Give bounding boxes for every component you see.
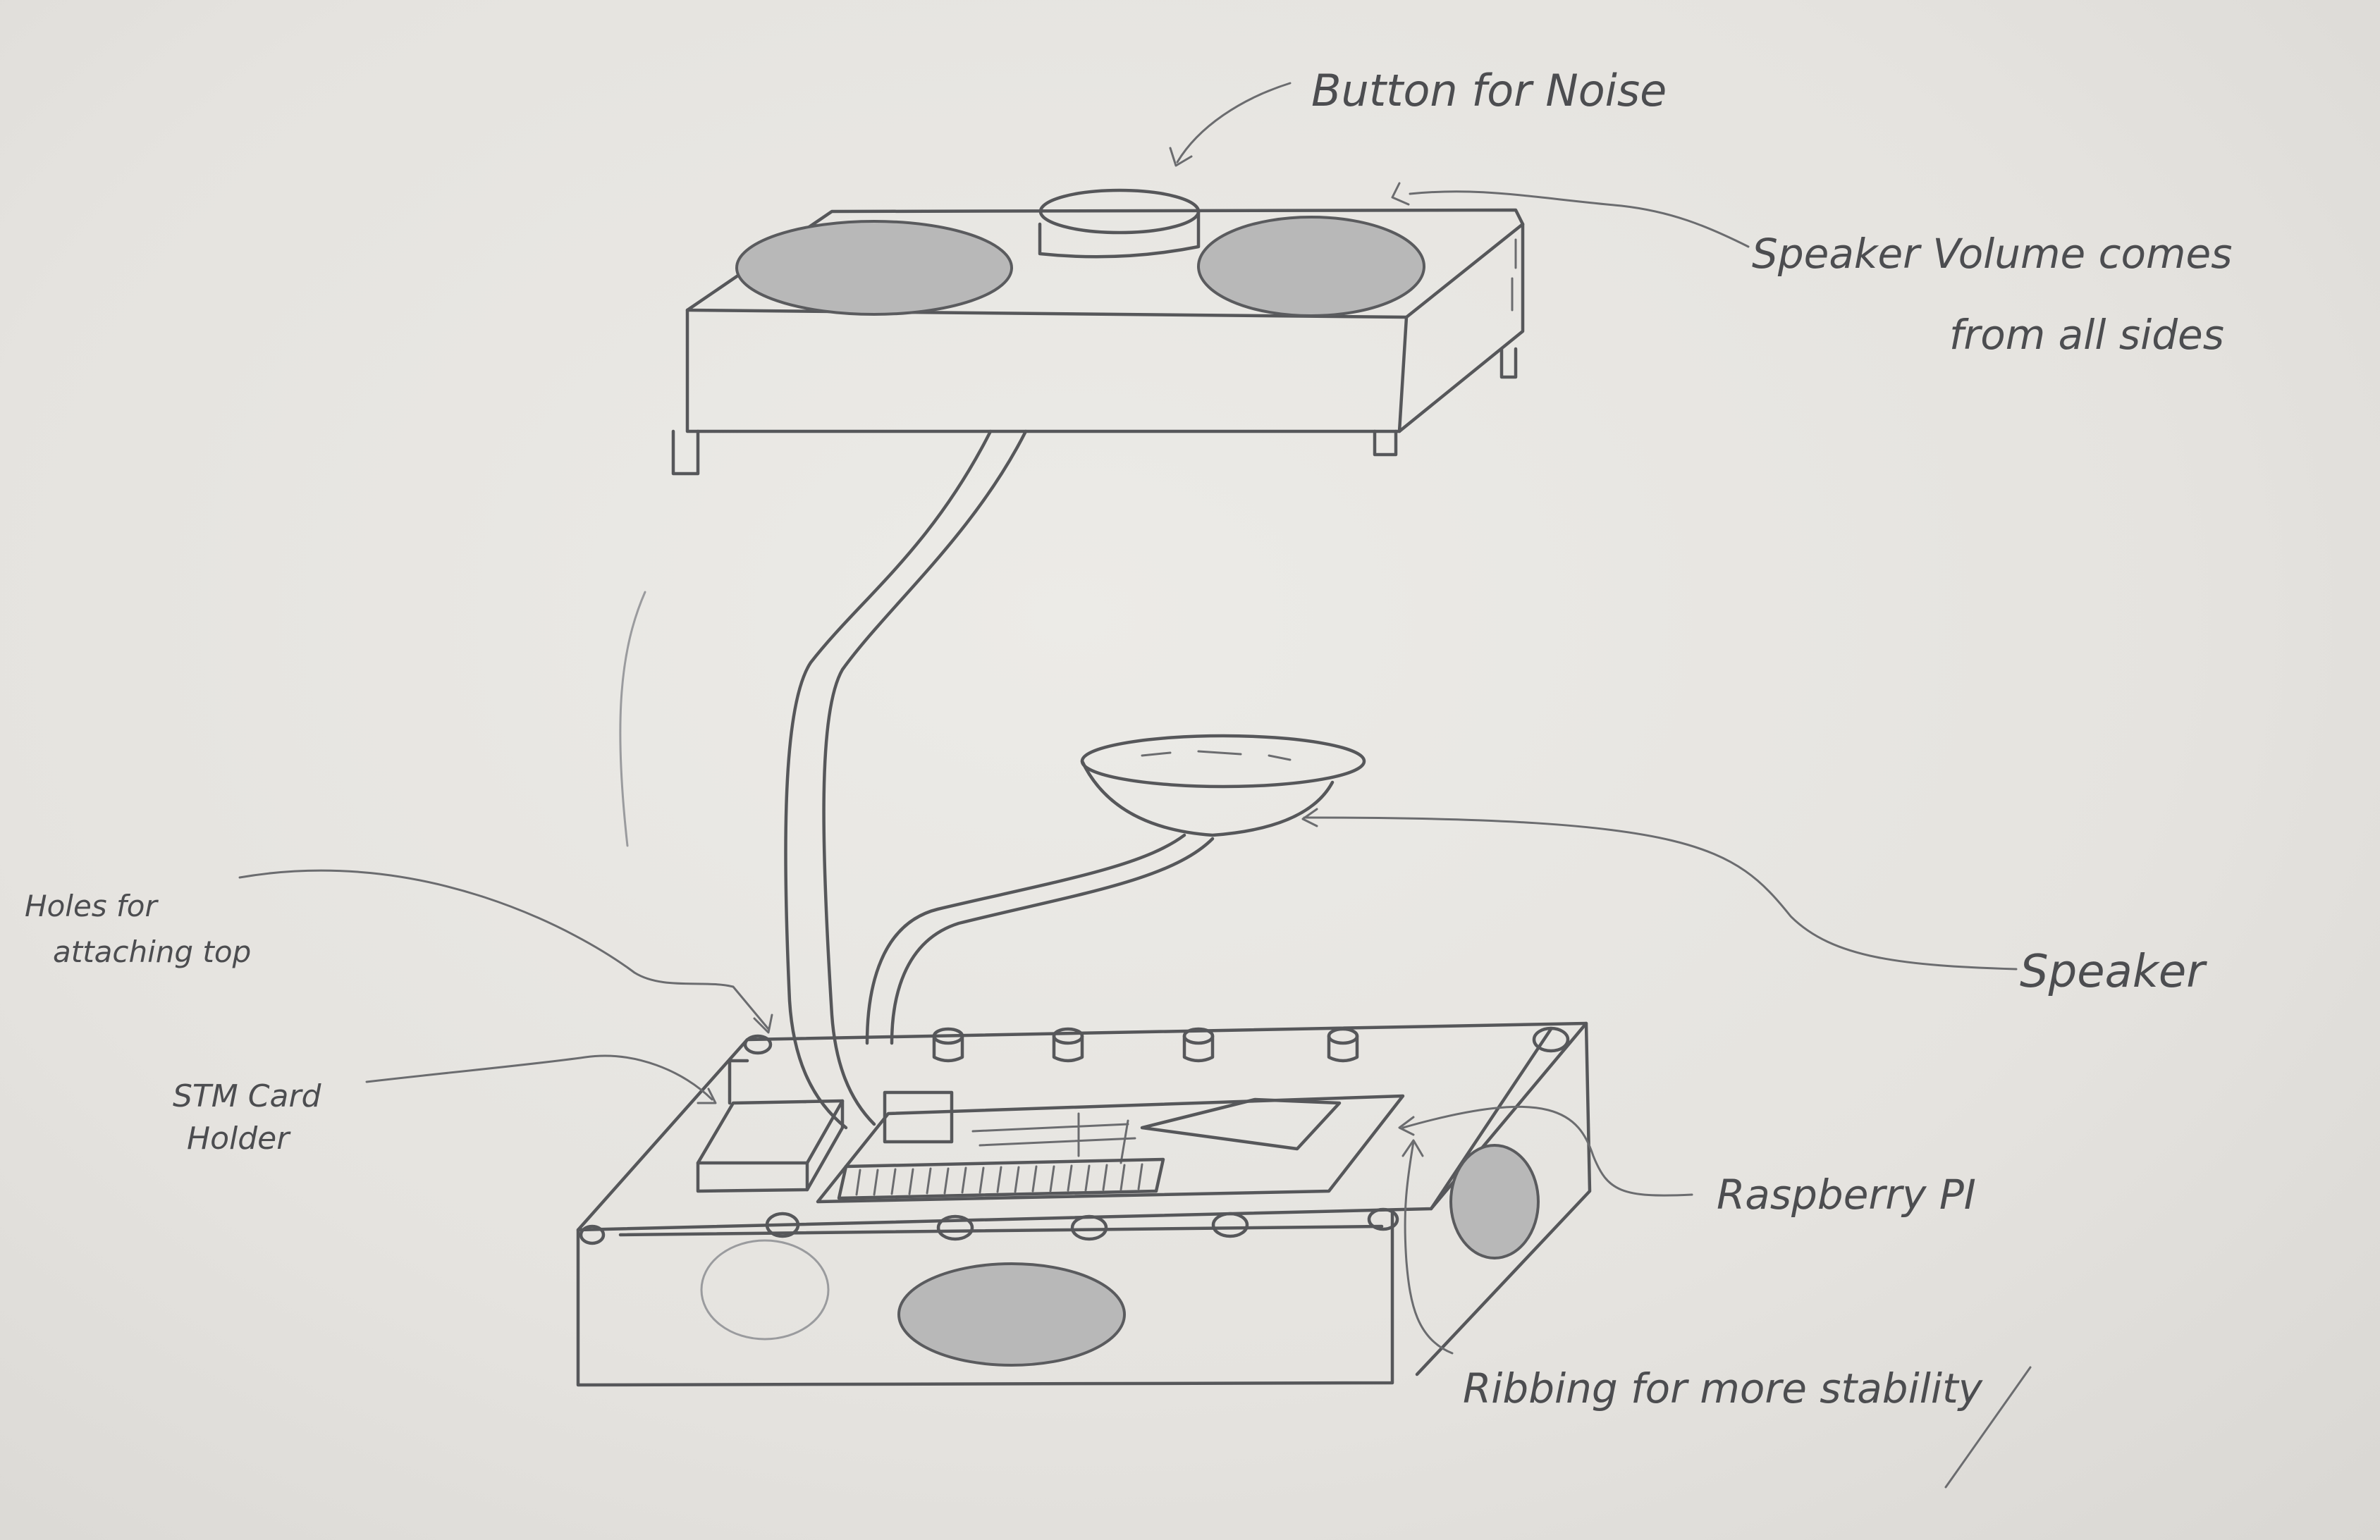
ribbing-posts-back bbox=[743, 1026, 1570, 1063]
noise-button bbox=[1038, 188, 1201, 259]
label-holes-line2: attaching top bbox=[53, 935, 251, 969]
cable bbox=[619, 429, 1028, 1130]
base-speaker-mesh-front bbox=[897, 1262, 1126, 1367]
speaker-bowl bbox=[865, 734, 1366, 1045]
lid-leg-back bbox=[1499, 347, 1518, 379]
ribbing-posts-front bbox=[579, 1207, 1399, 1245]
lid-leg-right bbox=[1373, 429, 1398, 457]
stm-card-holder bbox=[696, 1059, 845, 1193]
label-ribbing: Ribbing for more stability bbox=[1463, 1365, 1983, 1412]
label-stm-line2: Holder bbox=[187, 1121, 291, 1157]
lid-speaker-mesh-left bbox=[735, 220, 1013, 316]
lid-leg-left bbox=[671, 429, 700, 476]
label-button-for-noise: Button for Noise bbox=[1311, 65, 1667, 116]
base-speaker-mesh-side bbox=[1449, 1144, 1540, 1259]
leader-lines bbox=[238, 82, 2032, 1489]
raspberry-pi-board bbox=[816, 1090, 1405, 1204]
lid-speaker-mesh-right bbox=[1197, 216, 1425, 317]
label-speaker-volume-line2: from all sides bbox=[1949, 311, 2224, 359]
top-lid bbox=[671, 188, 1525, 476]
annotations: Button for Noise Speaker Volume comes fr… bbox=[25, 65, 2232, 1412]
label-raspberry-pi: Raspberry PI bbox=[1717, 1171, 1976, 1219]
label-holes-line1: Holes for bbox=[25, 889, 159, 923]
label-stm-line1: STM Card bbox=[173, 1078, 322, 1114]
label-speaker-volume-line1: Speaker Volume comes bbox=[1752, 230, 2232, 278]
label-speaker: Speaker bbox=[2020, 946, 2207, 998]
base-box bbox=[576, 1021, 1592, 1387]
